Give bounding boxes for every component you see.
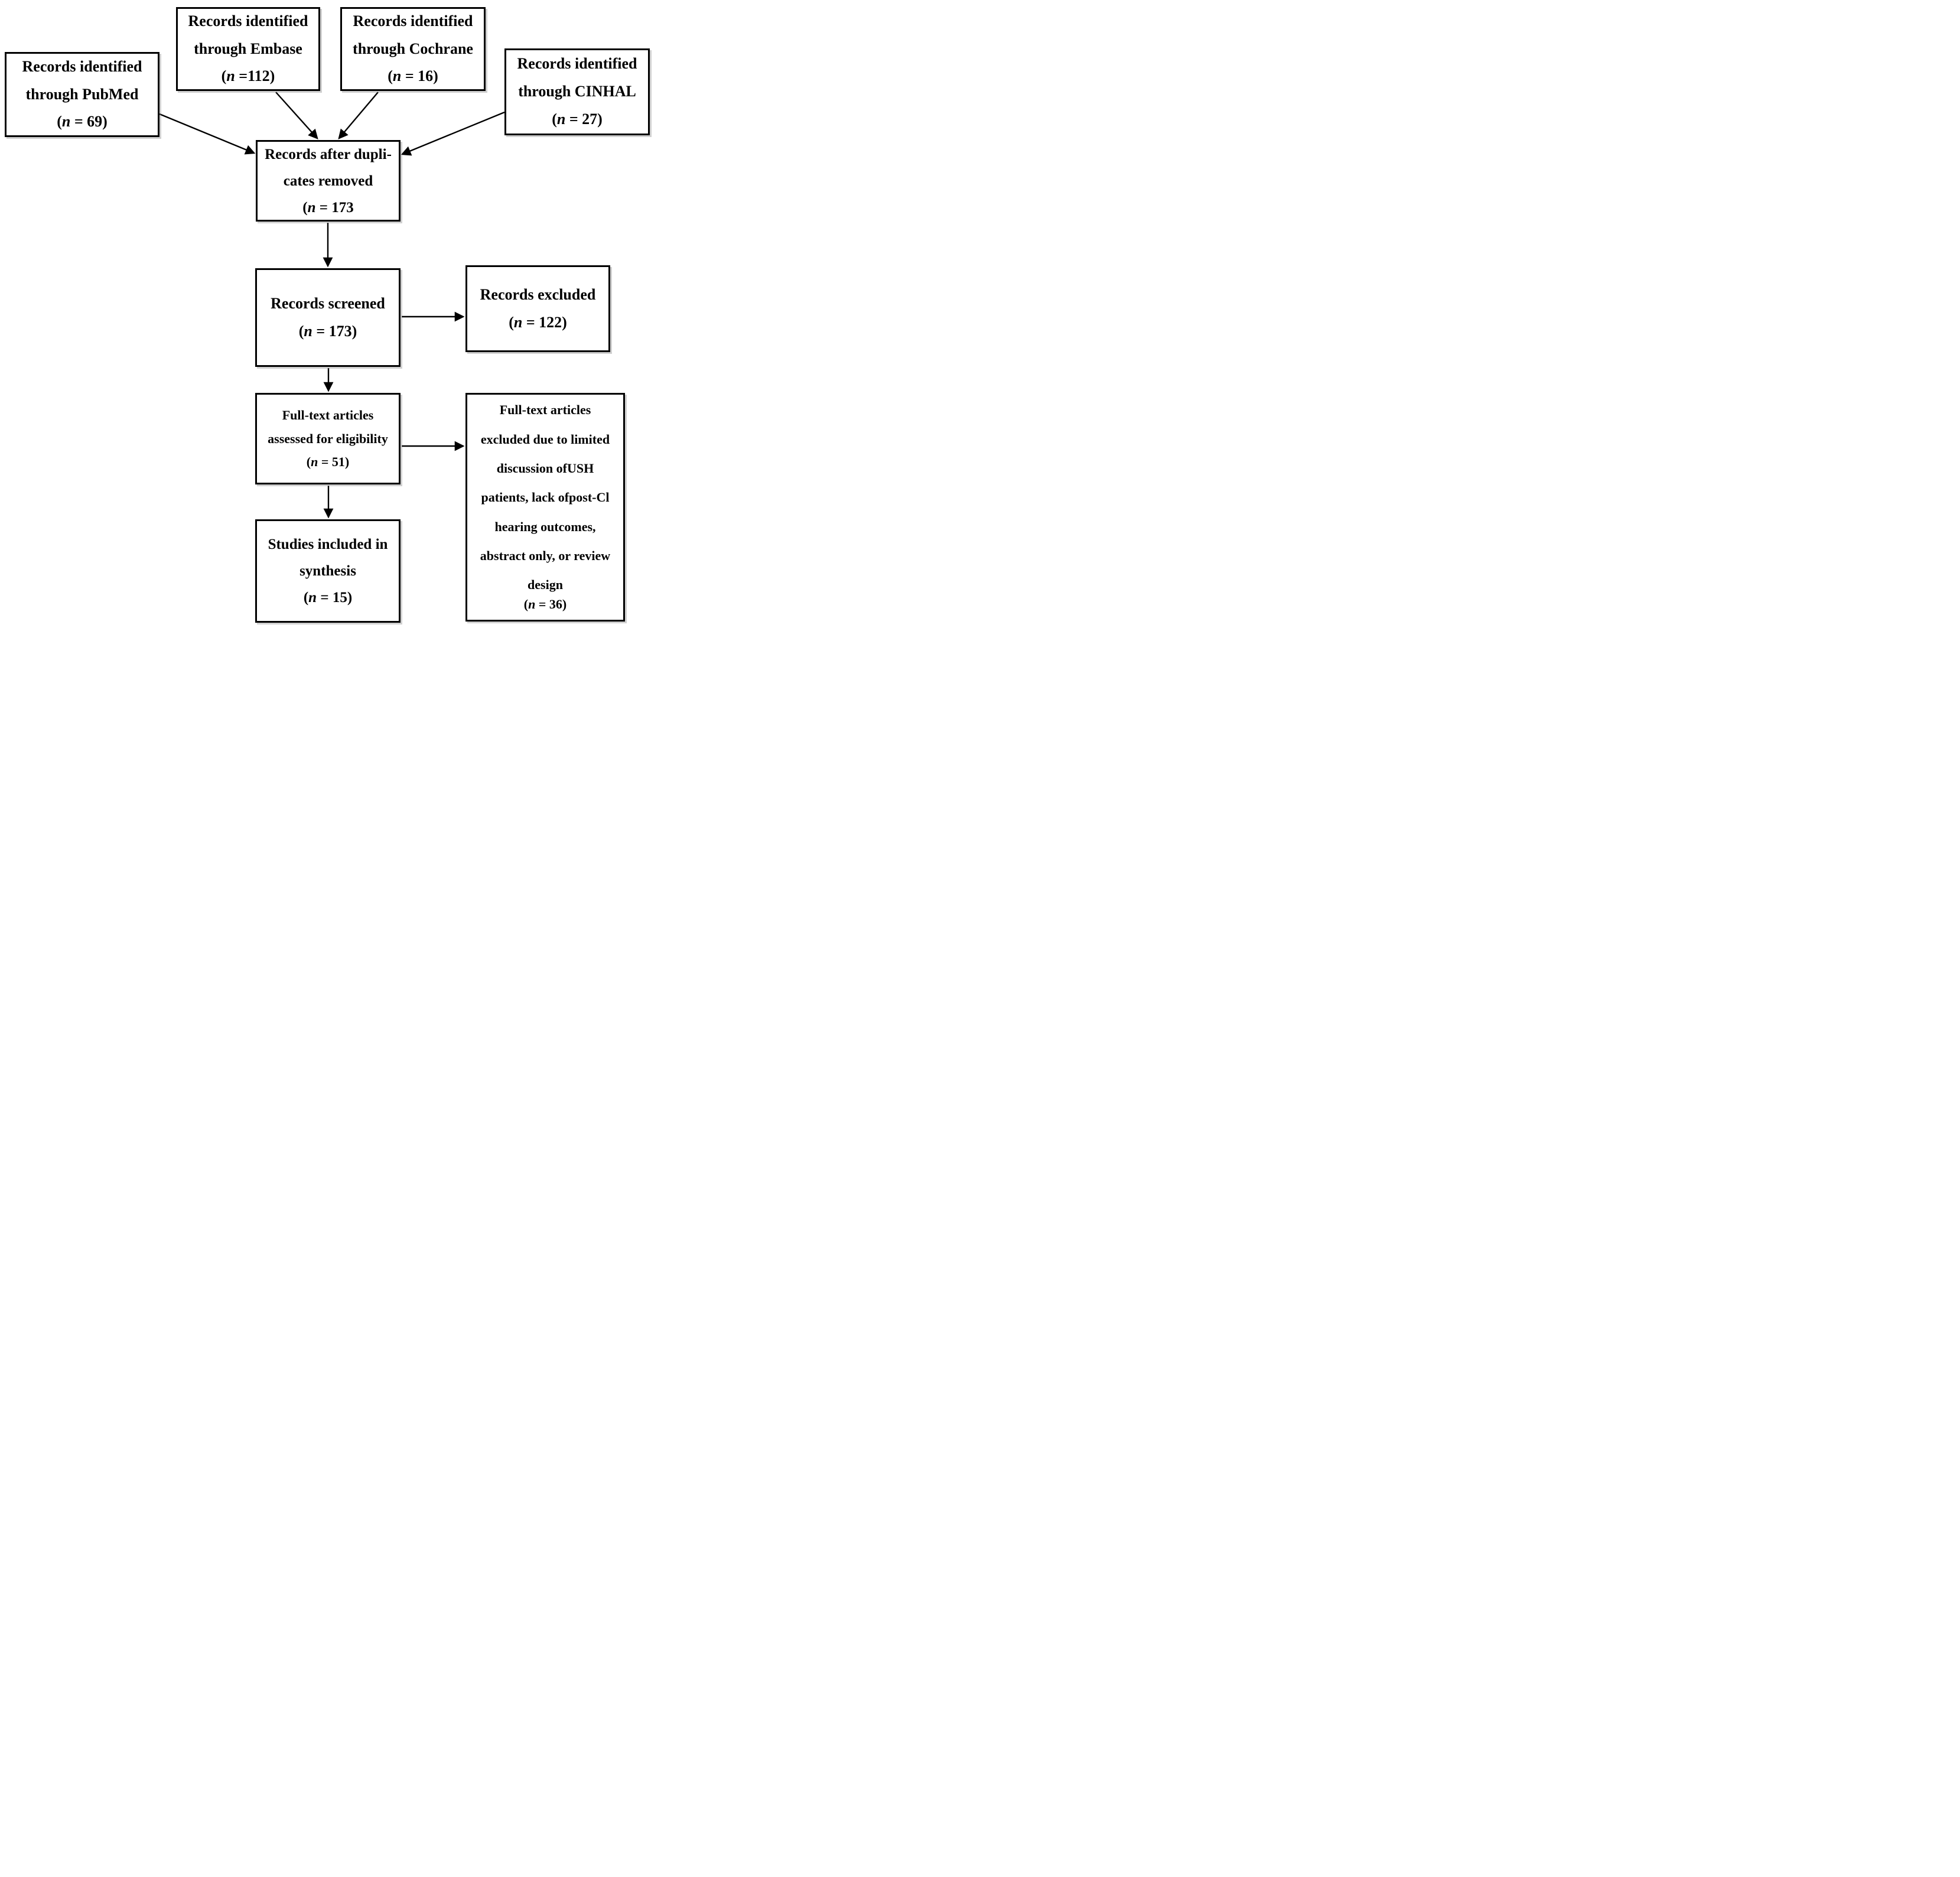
box-line: Studies included in — [268, 536, 388, 552]
box-records-identified-cinhal: Records identified through CINHAL (n = 27) — [504, 48, 650, 135]
box-line: cates removed — [283, 173, 373, 189]
arrow-cochrane-to-duplicates — [338, 92, 379, 139]
box-line: patients, lack ofpost-Cl — [481, 490, 610, 505]
box-line: synthesis — [299, 563, 356, 579]
box-line: Full-text articles — [499, 402, 591, 418]
box-line: assessed for eligibility — [268, 431, 388, 446]
box-line: Records screened — [271, 294, 385, 312]
box-count: (n = 16) — [388, 67, 438, 85]
box-count: (n =112) — [221, 67, 275, 85]
box-line: through CINHAL — [518, 83, 636, 100]
box-line: abstract only, or review — [480, 548, 611, 563]
box-line: Records identified — [353, 12, 473, 30]
box-line: through PubMed — [25, 85, 139, 103]
box-line: Full-text articles — [282, 408, 374, 423]
box-line: Records after dupli- — [265, 146, 392, 162]
box-line: excluded due to limited — [480, 431, 610, 447]
box-line: Records identified — [188, 12, 308, 30]
box-line: Records excluded — [480, 285, 596, 303]
box-line: through Embase — [194, 40, 302, 57]
box-line: Records identified — [22, 57, 142, 75]
box-count: (n = 27) — [552, 110, 603, 128]
box-records-identified-pubmed: Records identified through PubMed (n = 69) — [5, 52, 159, 137]
box-fulltext-excluded: Full-text articles excluded due to limite… — [465, 393, 625, 622]
box-count: (n = 51) — [306, 454, 350, 470]
box-records-identified-embase: Records identified through Embase (n =112) — [176, 7, 320, 91]
arrow-layer — [159, 92, 505, 519]
arrow-cinhal-to-duplicates — [401, 111, 505, 156]
box-records-screened: Records screened (n = 173) — [255, 268, 401, 367]
box-count: (n = 122) — [509, 313, 567, 331]
box-count: (n = 173) — [298, 322, 357, 340]
box-records-excluded: Records excluded (n = 122) — [465, 265, 610, 352]
arrow-pubmed-to-duplicates — [159, 113, 256, 155]
box-records-after-duplicates: Records after dupli-cates removed (n = 17… — [256, 140, 401, 222]
box-studies-included: Studies included in synthesis (n = 15) — [255, 519, 401, 623]
box-line: design — [528, 577, 563, 593]
box-line: Records identified — [517, 55, 637, 73]
box-line: through Cochrane — [353, 40, 473, 57]
box-count: (n = 36) — [523, 597, 567, 612]
box-records-identified-cochrane: Records identified through Cochrane (n = 1… — [340, 7, 486, 91]
box-count: (n = 69) — [57, 113, 108, 131]
box-line: hearing outcomes, — [494, 519, 596, 534]
box-count: (n = 173 — [302, 199, 354, 216]
arrow-embase-to-duplicates — [275, 92, 318, 139]
box-fulltext-assessed: Full-text articles assessed for eligibili… — [255, 393, 401, 484]
box-line: discussion ofUSH — [496, 460, 594, 476]
prisma-flow-diagram: Records identified through PubMed (n = 69)… — [0, 0, 653, 626]
box-count: (n = 15) — [303, 590, 353, 606]
